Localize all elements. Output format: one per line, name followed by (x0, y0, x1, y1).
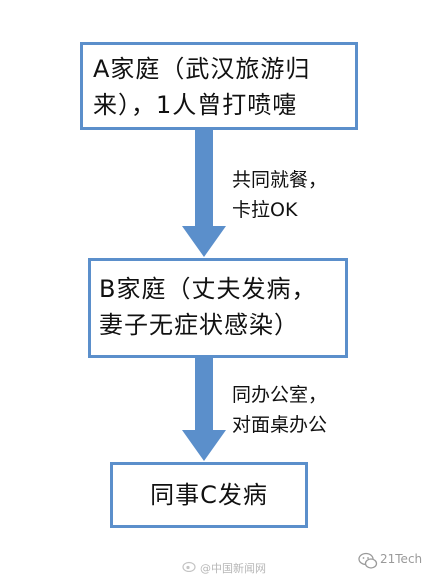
edge-label-b-to-c-line-2: 对面桌办公 (232, 414, 328, 436)
coworker-c-node: 同事C发病 (110, 462, 308, 528)
edge-label-a-to-b: 共同就餐， 卡拉OK (232, 165, 327, 225)
coworker-c-line-1: 同事C发病 (150, 481, 268, 509)
watermark-brand: 21Tech (380, 552, 423, 566)
weibo-icon (182, 561, 196, 572)
family-b-line-1: B家庭（丈夫发病， (99, 275, 317, 303)
edge-label-b-to-c: 同办公室， 对面桌办公 (232, 380, 327, 440)
family-b-line-2: 妻子无症状感染） (99, 311, 299, 339)
arrow-a-to-b-shape (182, 130, 226, 257)
watermark-source: @中国新闻网 (200, 562, 266, 575)
edge-label-b-to-c-line-1: 同办公室， (232, 384, 328, 406)
arrow-b-to-c-shape (182, 358, 226, 461)
arrow-b-to-c (182, 358, 226, 461)
family-a-node: A家庭（武汉旅游归 来），1人曾打喷嚏 (80, 42, 358, 130)
family-b-node: B家庭（丈夫发病， 妻子无症状感染） (88, 258, 348, 358)
edge-label-a-to-b-line-2: 卡拉OK (232, 199, 298, 221)
family-a-line-2: 来），1人曾打喷嚏 (93, 91, 298, 119)
wechat-icon (358, 552, 378, 569)
family-a-line-1: A家庭（武汉旅游归 (93, 55, 311, 83)
edge-label-a-to-b-line-1: 共同就餐， (232, 169, 328, 191)
arrow-a-to-b (182, 130, 226, 257)
